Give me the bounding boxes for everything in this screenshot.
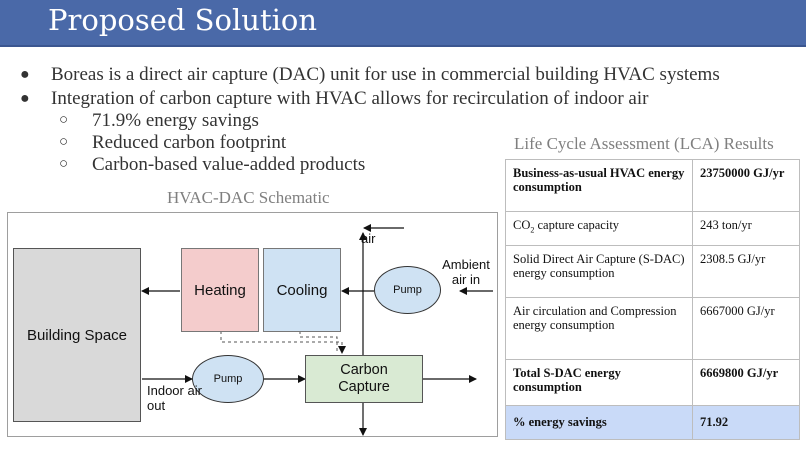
capture-label-line2: Capture bbox=[338, 379, 390, 395]
sub-bullet-circle: ○ bbox=[59, 112, 69, 128]
table-cell-label: CO2 capture capacity bbox=[505, 211, 693, 246]
table-cell-value: 243 ton/yr bbox=[692, 211, 800, 246]
schematic-heading: HVAC-DAC Schematic bbox=[167, 188, 330, 207]
flow-arrows bbox=[141, 224, 493, 436]
heating-box: Heating bbox=[181, 248, 259, 332]
lca-heading: Life Cycle Assessment (LCA) Results bbox=[514, 134, 774, 153]
bullet-dot: ● bbox=[20, 66, 30, 83]
table-cell-value: 2308.5 GJ/yr bbox=[692, 245, 800, 298]
table-cell-label: Business-as-usual HVAC energy consumptio… bbox=[505, 159, 693, 212]
sub-bullet-text: Reduced carbon footprint bbox=[92, 132, 287, 153]
table-row: Business-as-usual HVAC energy consumptio… bbox=[505, 159, 800, 212]
cooling-box: Cooling bbox=[263, 248, 341, 332]
capture-label-line1: Carbon bbox=[340, 362, 388, 378]
bullet-text: Integration of carbon capture with HVAC … bbox=[51, 88, 649, 109]
dashed-connector bbox=[299, 331, 338, 353]
building-space-box: Building Space bbox=[13, 248, 141, 422]
pump-bottom-ellipse: Pump bbox=[192, 355, 264, 403]
table-row: % energy savings 71.92 bbox=[505, 405, 800, 440]
table-cell-value: 71.92 bbox=[692, 405, 800, 440]
table-row: Air circulation and Compression energy c… bbox=[505, 297, 800, 360]
sub-bullet-circle: ○ bbox=[59, 134, 69, 150]
table-cell-label: Air circulation and Compression energy c… bbox=[505, 297, 693, 360]
title-bar: Proposed Solution bbox=[0, 0, 806, 47]
sub-bullet-circle: ○ bbox=[59, 156, 69, 172]
table-cell-label: Total S-DAC energy consumption bbox=[505, 359, 693, 406]
bullet-dot: ● bbox=[20, 90, 30, 107]
table-cell-value: 6669800 GJ/yr bbox=[692, 359, 800, 406]
table-cell-value: 6667000 GJ/yr bbox=[692, 297, 800, 360]
pump-top-ellipse: Pump bbox=[374, 266, 441, 314]
air-label: air bbox=[361, 231, 376, 246]
hvac-dac-schematic: Building Space Heating Cooling Pump Pump… bbox=[7, 212, 498, 437]
dashed-connector bbox=[220, 331, 346, 354]
table-row: CO2 capture capacity 243 ton/yr bbox=[505, 211, 800, 246]
table-cell-label: % energy savings bbox=[505, 405, 693, 440]
sub-bullet-text: 71.9% energy savings bbox=[92, 110, 259, 131]
sub-bullet-text: Carbon-based value-added products bbox=[92, 154, 366, 175]
table-row: Solid Direct Air Capture (S-DAC) energy … bbox=[505, 245, 800, 298]
carbon-capture-box: Carbon Capture bbox=[305, 355, 423, 403]
table-cell-label: Solid Direct Air Capture (S-DAC) energy … bbox=[505, 245, 693, 298]
page-title: Proposed Solution bbox=[48, 3, 318, 37]
bullet-text: Boreas is a direct air capture (DAC) uni… bbox=[51, 64, 720, 85]
table-cell-value: 23750000 GJ/yr bbox=[692, 159, 800, 212]
lca-table: Business-as-usual HVAC energy consumptio… bbox=[505, 159, 800, 440]
table-row: Total S-DAC energy consumption 6669800 G… bbox=[505, 359, 800, 406]
